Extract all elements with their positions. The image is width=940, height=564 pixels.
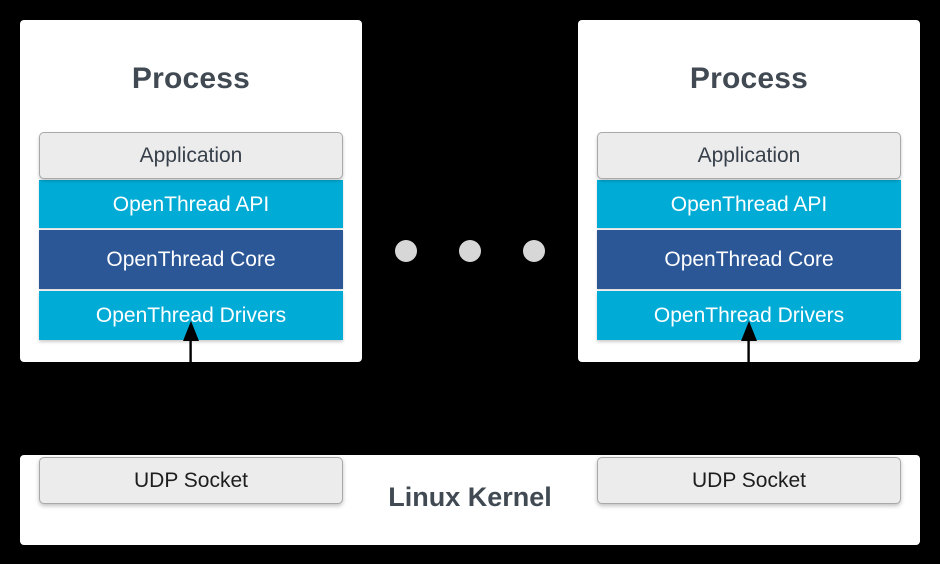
layer-openthread-core-left: OpenThread Core [39,230,343,289]
layer-application-left: Application [39,132,343,179]
layer-openthread-api-left: OpenThread API [39,180,343,228]
ellipsis-dot [395,240,417,262]
udp-socket-box-right: UDP Socket [597,457,901,504]
arrow-up-icon-left [183,321,199,362]
layer-application-right: Application [597,132,901,179]
process-box-right: Process Application OpenThread API OpenT… [578,20,920,362]
udp-socket-box-left: UDP Socket [39,457,343,504]
ellipsis-dot [523,240,545,262]
layer-openthread-core-right: OpenThread Core [597,230,901,289]
ellipsis-dot [459,240,481,262]
more-processes-ellipsis [395,240,545,262]
process-title-left: Process [131,62,251,95]
linux-kernel-label: Linux Kernel [388,482,552,512]
layer-openthread-api-right: OpenThread API [597,180,901,228]
process-title-right: Process [689,62,809,95]
arrow-up-icon-right [741,321,757,362]
process-box-left: Process Application OpenThread API OpenT… [20,20,362,362]
